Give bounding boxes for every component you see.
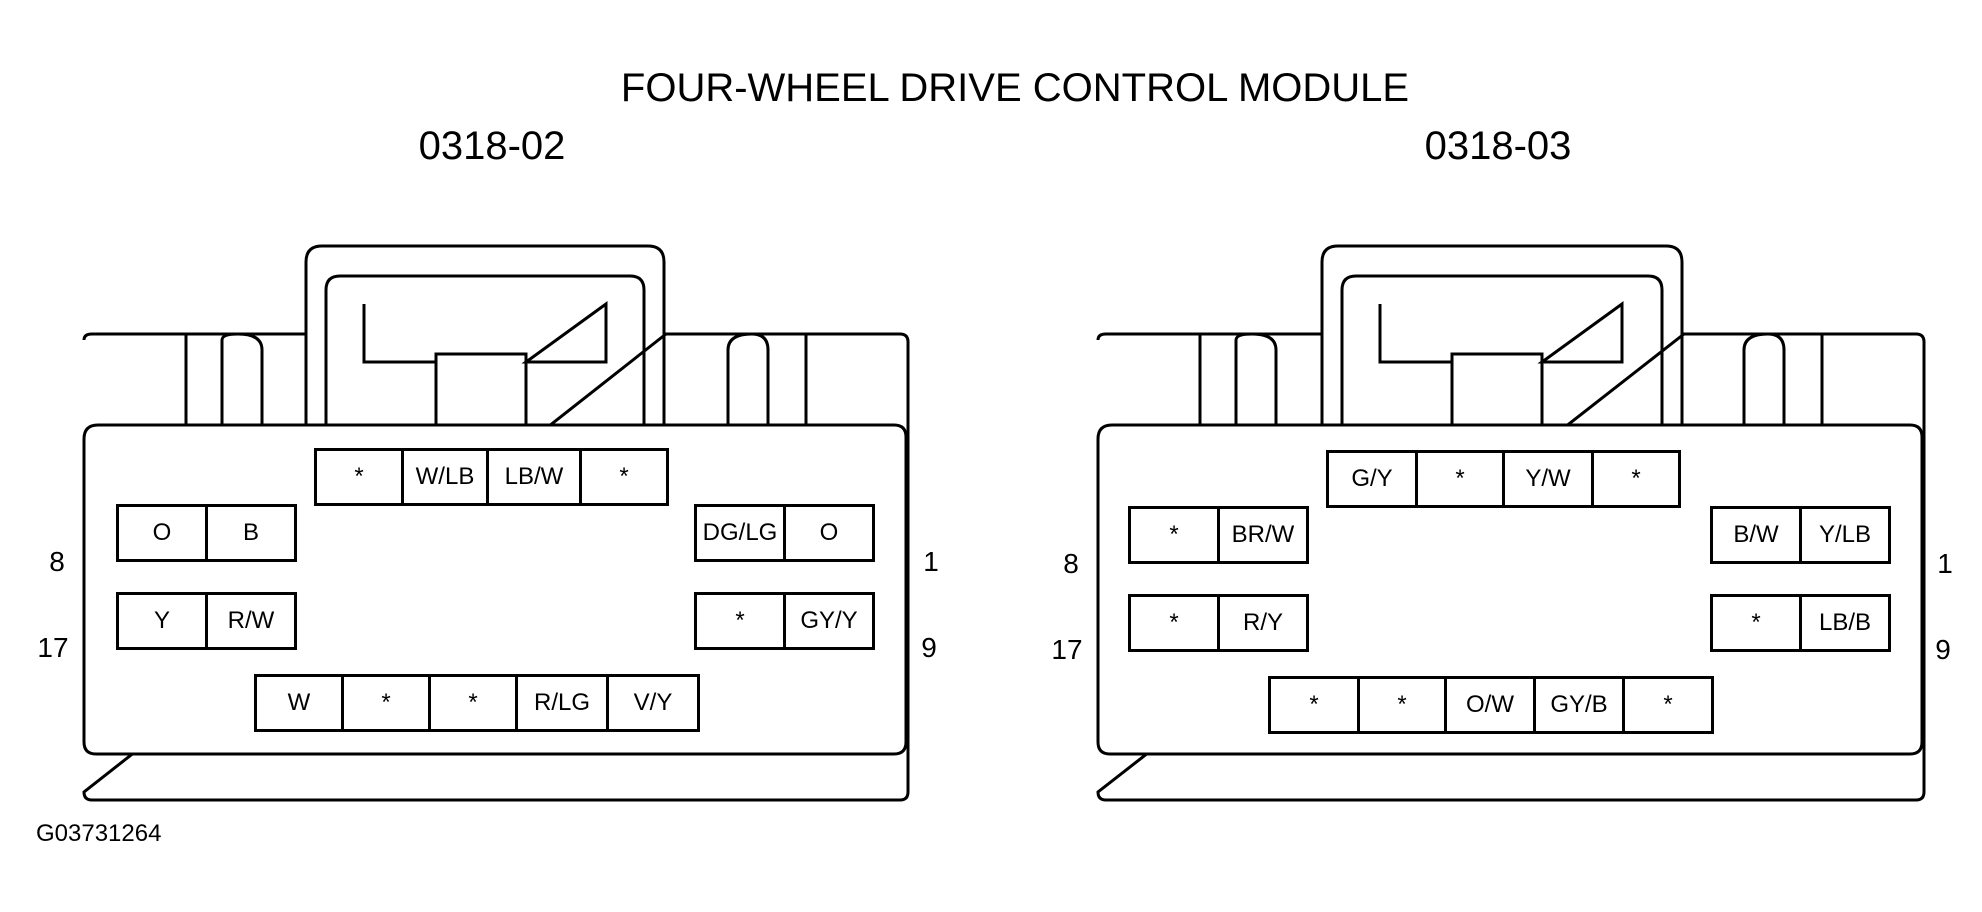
pin-cell: W/LB <box>401 448 489 506</box>
pin-cell: O <box>783 504 875 562</box>
pin-cell: * <box>1357 676 1447 734</box>
pin-cell: * <box>1268 676 1360 734</box>
pin-cell: O/W <box>1444 676 1536 734</box>
connector-label-left: 0318-02 <box>418 124 566 168</box>
pin-cell: * <box>1128 594 1220 652</box>
pin-cell: LB/W <box>486 448 582 506</box>
pin-number-9-left: 9 <box>921 632 937 663</box>
pin-number-8-left: 8 <box>49 546 65 577</box>
pin-cell: R/Y <box>1217 594 1309 652</box>
pin-number-8-right: 8 <box>1063 548 1079 579</box>
pin-cell: Y/LB <box>1799 506 1891 564</box>
pin-cell: Y <box>116 592 208 650</box>
pin-cell: * <box>1128 506 1220 564</box>
pin-cell: O <box>116 504 208 562</box>
pin-cell: * <box>1591 450 1681 508</box>
pin-cell: BR/W <box>1217 506 1309 564</box>
pin-cell: R/W <box>205 592 297 650</box>
pin-cell: * <box>1622 676 1714 734</box>
pin-cell: * <box>428 674 518 732</box>
pin-cell: * <box>694 592 786 650</box>
figure-id: G03731264 <box>36 820 162 847</box>
pin-number-1-right: 1 <box>1937 548 1953 579</box>
pin-cell: * <box>579 448 669 506</box>
pin-cell: GY/Y <box>783 592 875 650</box>
pin-cell: Y/W <box>1502 450 1594 508</box>
pin-number-9-right: 9 <box>1935 634 1951 665</box>
connector-label-right: 0318-03 <box>1424 124 1572 168</box>
pin-cell: * <box>1415 450 1505 508</box>
pin-cell: * <box>314 448 404 506</box>
pin-cell: B <box>205 504 297 562</box>
pin-cell: * <box>341 674 431 732</box>
diagram-title: FOUR-WHEEL DRIVE CONTROL MODULE <box>620 66 1410 110</box>
pin-cell: LB/B <box>1799 594 1891 652</box>
pin-cell: GY/B <box>1533 676 1625 734</box>
pin-cell: R/LG <box>515 674 609 732</box>
pin-cell: DG/LG <box>694 504 786 562</box>
pin-number-1-left: 1 <box>923 546 939 577</box>
pin-cell: * <box>1710 594 1802 652</box>
pin-cell: V/Y <box>606 674 700 732</box>
pin-cell: G/Y <box>1326 450 1418 508</box>
pin-cell: W <box>254 674 344 732</box>
pin-number-17-left: 17 <box>37 632 69 663</box>
pin-cell: B/W <box>1710 506 1802 564</box>
pin-number-17-right: 17 <box>1051 634 1083 665</box>
